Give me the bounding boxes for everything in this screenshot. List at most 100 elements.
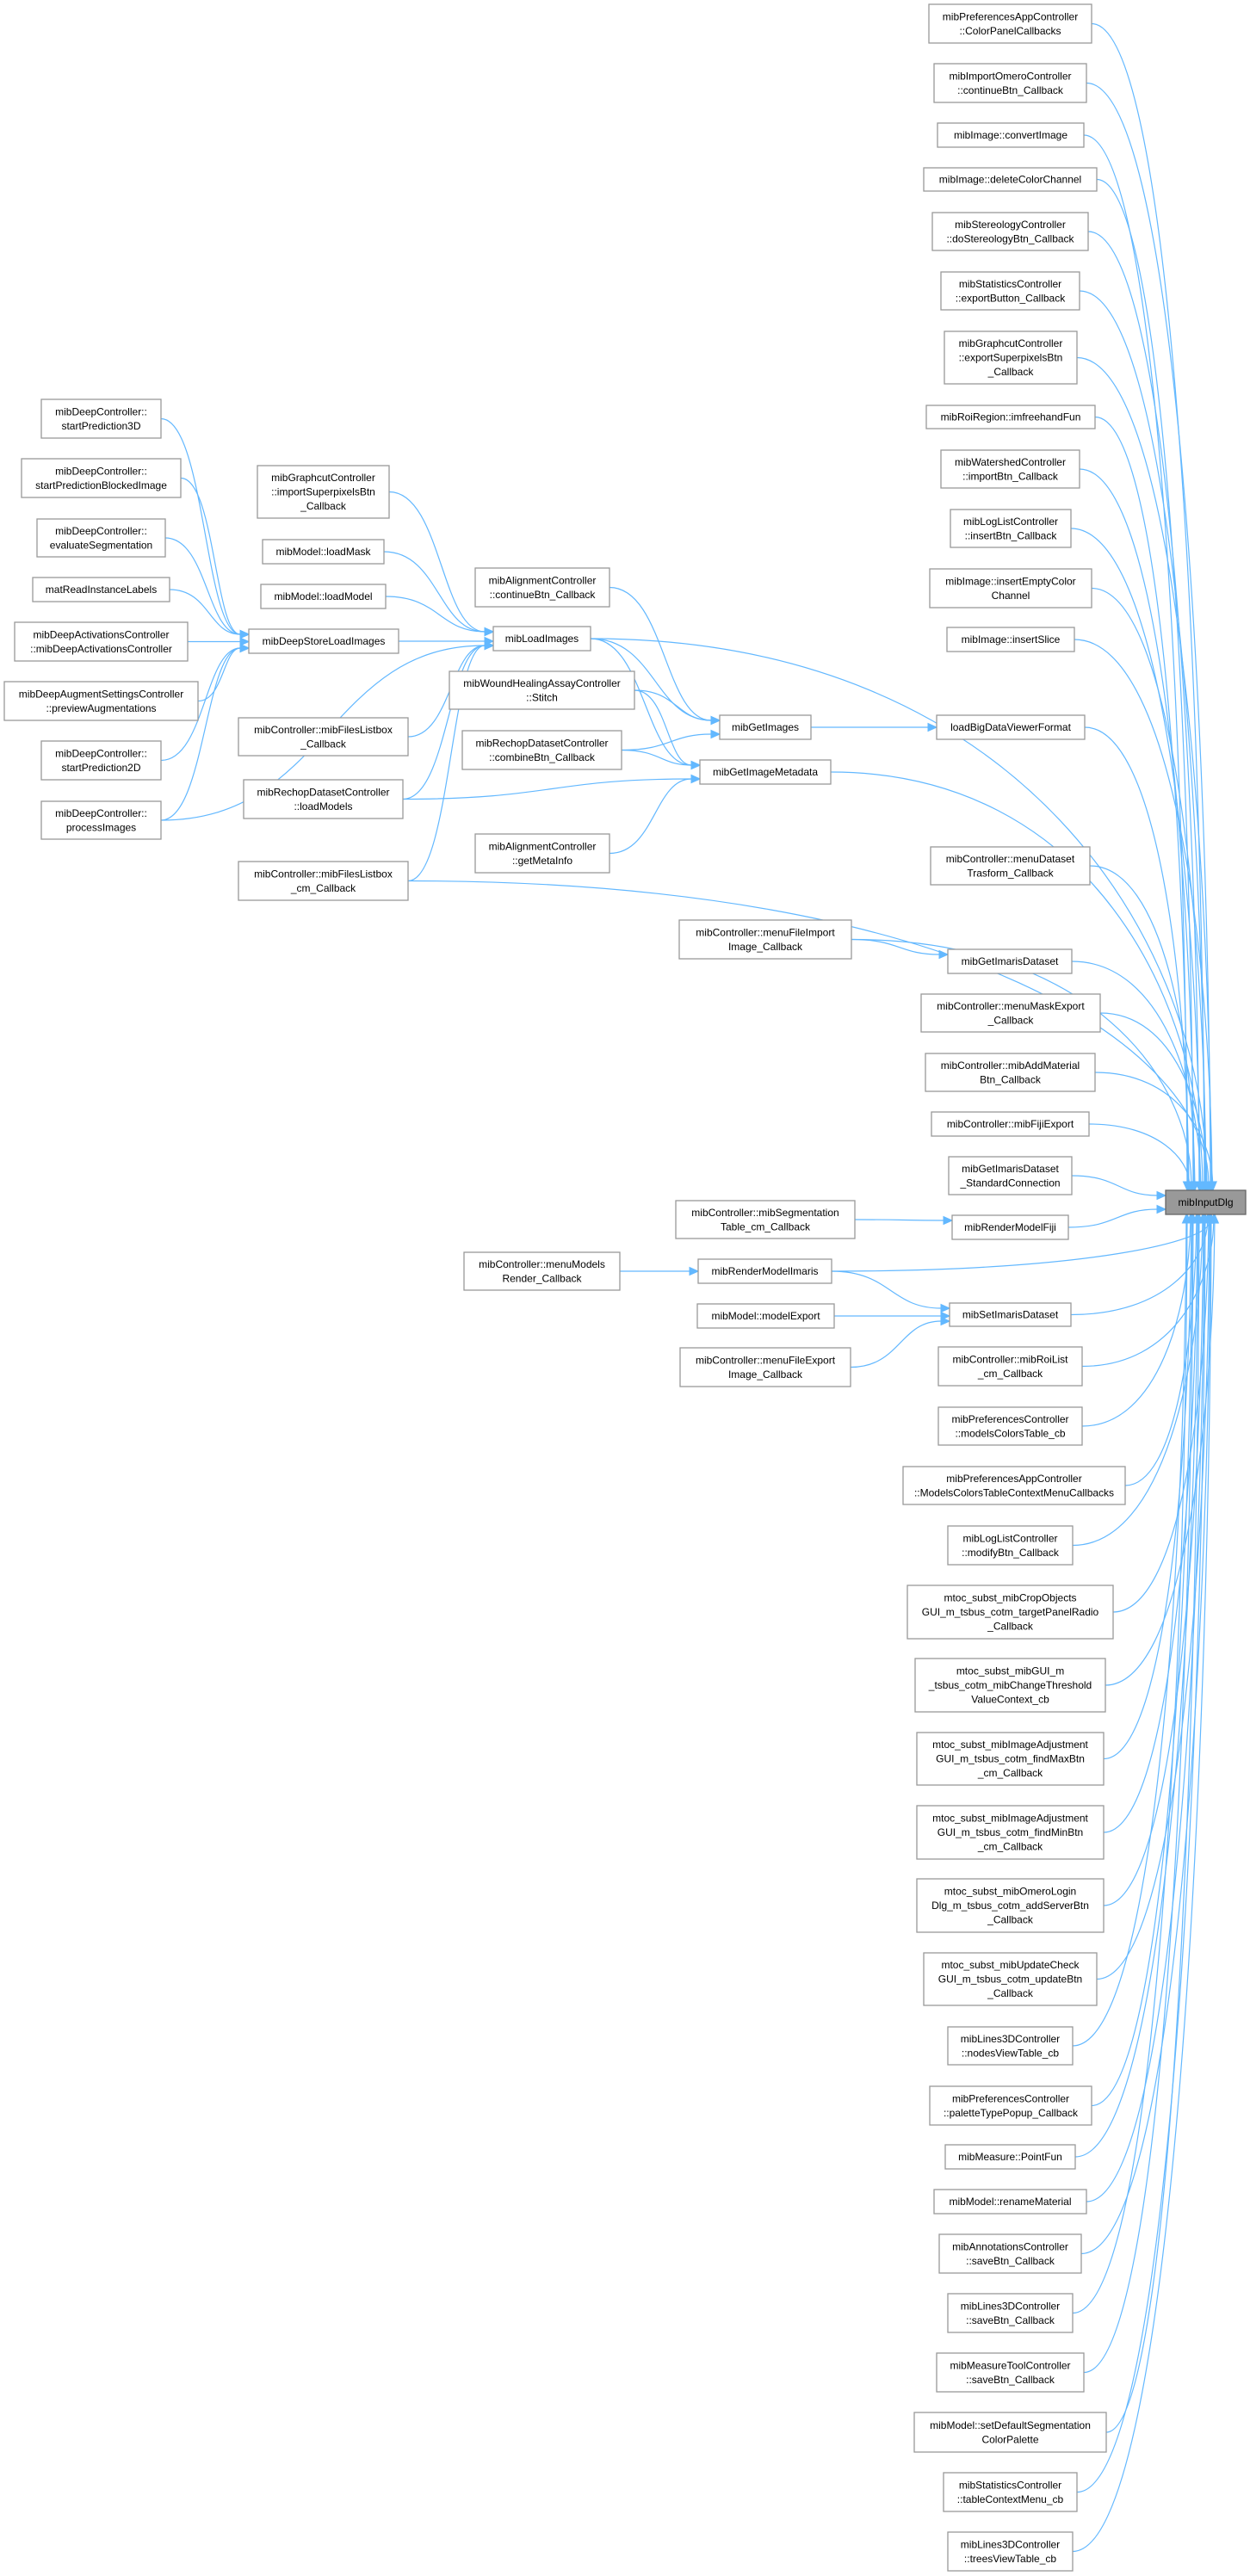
graph-node-nodesview[interactable]: mibLines3DController::nodesViewTable_cb — [947, 2026, 1074, 2066]
graph-node-mtsave[interactable]: mibMeasureToolController::saveBtn_Callba… — [936, 2352, 1085, 2393]
graph-node-bdv[interactable]: loadBigDataViewerFormat — [936, 714, 1086, 740]
arrowhead-icon — [1194, 1213, 1204, 1224]
graph-node-matread[interactable]: matReadInstanceLabels — [32, 577, 170, 602]
graph-node-findmax[interactable]: mtoc_subst_mibImageAdjustmentGUI_m_tsbus… — [916, 1732, 1105, 1786]
edge-findmax-to-input — [1103, 1222, 1192, 1760]
node-label: GUI_m_tsbus_cotm_targetPanelRadio — [922, 1606, 1099, 1618]
graph-node-rmimaris[interactable]: mibRenderModelImaris — [697, 1258, 832, 1284]
edge-nodesview-to-input — [1072, 1222, 1187, 2047]
graph-node-aligncont[interactable]: mibAlignmentController::continueBtn_Call… — [474, 567, 610, 608]
graph-node-rename[interactable]: mibModel::renameMaterial — [933, 2189, 1087, 2215]
node-box — [916, 1878, 1105, 1933]
node-label: ::saveBtn_Callback — [966, 2255, 1055, 2267]
graph-node-omerologin[interactable]: mtoc_subst_mibOmeroLoginDlg_m_tsbus_cotm… — [916, 1878, 1105, 1933]
node-box — [238, 717, 409, 757]
graph-node-crop[interactable]: mtoc_subst_mibCropObjectsGUI_m_tsbus_cot… — [907, 1585, 1114, 1640]
edge-fileexport-to-setimaris — [850, 1320, 942, 1368]
graph-node-input[interactable]: mibInputDlg — [1165, 1189, 1247, 1215]
node-label: Table_cm_Callback — [721, 1220, 811, 1232]
graph-node-fiji[interactable]: mibController::mibFijiExport — [931, 1111, 1090, 1137]
graph-node-stereo[interactable]: mibStereologyController::doStereologyBtn… — [931, 212, 1089, 251]
graph-node-insslice[interactable]: mibImage::insertSlice — [946, 627, 1075, 652]
arrowhead-icon — [239, 637, 251, 646]
node-box — [916, 1732, 1105, 1786]
graph-node-process[interactable]: mibDeepController::processImages — [40, 800, 162, 840]
graph-node-fileslb[interactable]: mibController::mibFilesListbox_Callback — [238, 717, 409, 757]
graph-node-getimaris[interactable]: mibGetImarisDataset — [947, 948, 1073, 974]
graph-node-palette[interactable]: mibPreferencesController::paletteTypePop… — [929, 2085, 1092, 2126]
graph-node-tablectx[interactable]: mibStatisticsController::tableContextMen… — [943, 2472, 1078, 2512]
graph-node-gcexport[interactable]: mibGraphcutController::exportSuperpixels… — [944, 330, 1078, 385]
node-label: mibRoiRegion::imfreehandFun — [941, 411, 1081, 423]
graph-node-thresh[interactable]: mtoc_subst_mibGUI_m_tsbus_cotm_mibChange… — [914, 1658, 1106, 1713]
graph-node-maskexp[interactable]: mibController::menuMaskExport_Callback — [920, 993, 1101, 1033]
graph-node-sp2d[interactable]: mibDeepController::startPrediction2D — [40, 740, 162, 781]
graph-node-loadimages[interactable]: mibLoadImages — [492, 626, 591, 652]
graph-node-roilist[interactable]: mibController::mibRoiList_cm_Callback — [938, 1346, 1083, 1387]
graph-node-colorpanel[interactable]: mibPreferencesAppController::ColorPanelC… — [928, 3, 1092, 44]
graph-node-delcolor[interactable]: mibImage::deleteColorChannel — [923, 167, 1098, 192]
graph-node-metainfo[interactable]: mibAlignmentController::getMetaInfo — [474, 833, 610, 874]
graph-node-imfree[interactable]: mibRoiRegion::imfreehandFun — [925, 405, 1096, 429]
node-label: ::combineBtn_Callback — [489, 751, 596, 763]
graph-node-rechopload[interactable]: mibRechopDatasetController::loadModels — [243, 779, 404, 819]
node-label: mibLines3DController — [961, 2300, 1060, 2312]
graph-node-loadmask[interactable]: mibModel::loadMask — [262, 539, 385, 565]
graph-node-defpalette[interactable]: mibModel::setDefaultSegmentationColorPal… — [913, 2412, 1107, 2453]
graph-node-fileexport[interactable]: mibController::menuFileExportImage_Callb… — [679, 1347, 851, 1387]
graph-node-omerocont[interactable]: mibImportOmeroController::continueBtn_Ca… — [933, 63, 1087, 103]
graph-node-rmfiji[interactable]: mibRenderModelFiji — [951, 1214, 1069, 1240]
graph-node-addmat[interactable]: mibController::mibAddMaterialBtn_Callbac… — [925, 1053, 1096, 1092]
graph-node-deepact[interactable]: mibDeepActivationsController::mibDeepAct… — [14, 621, 189, 662]
graph-node-loadmodel[interactable]: mibModel::loadModel — [260, 584, 387, 609]
graph-node-eval[interactable]: mibDeepController::evaluateSegmentation — [36, 518, 166, 558]
graph-node-loginsert[interactable]: mibLogListController::insertBtn_Callback — [950, 509, 1072, 548]
graph-node-modelexport[interactable]: mibModel::modelExport — [696, 1303, 835, 1329]
graph-node-stitch[interactable]: mibWoundHealingAssayController::Stitch — [449, 670, 635, 710]
graph-node-setimaris[interactable]: mibSetImarisDataset — [949, 1302, 1072, 1327]
edge-spblock-to-deepstore — [180, 477, 241, 635]
graph-node-watershed[interactable]: mibWatershedController::importBtn_Callba… — [940, 449, 1080, 489]
graph-node-mct[interactable]: mibPreferencesController::modelsColorsTa… — [938, 1406, 1083, 1446]
node-box — [675, 1200, 856, 1239]
graph-node-point[interactable]: mibMeasure::PointFun — [944, 2144, 1076, 2170]
graph-node-statexport[interactable]: mibStatisticsController::exportButton_Ca… — [940, 271, 1080, 311]
node-box — [940, 271, 1080, 311]
graph-node-fileimport[interactable]: mibController::menuFileImportImage_Callb… — [678, 919, 852, 960]
graph-node-gcimport[interactable]: mibGraphcutController::importSuperpixels… — [257, 465, 390, 519]
graph-node-combine[interactable]: mibRechopDatasetController::combineBtn_C… — [461, 730, 622, 770]
graph-node-segtable[interactable]: mibController::mibSegmentationTable_cm_C… — [675, 1200, 856, 1239]
graph-node-spblock[interactable]: mibDeepController::startPredictionBlocke… — [21, 458, 182, 498]
edge-combine-to-getimages — [621, 733, 712, 751]
node-label: mibController::menuFileImport — [696, 926, 835, 938]
node-label: startPredictionBlockedImage — [35, 479, 167, 491]
node-box — [40, 800, 162, 840]
edge-sp2d-to-deepstore — [160, 647, 241, 762]
graph-node-fileslbcm[interactable]: mibController::mibFilesListbox_cm_Callba… — [238, 861, 409, 901]
node-box — [948, 1156, 1073, 1195]
graph-node-getimages[interactable]: mibGetImages — [719, 714, 812, 740]
graph-node-trees[interactable]: mibLines3DController::treesViewTable_cb — [947, 2531, 1074, 2572]
arrowhead-icon — [710, 715, 721, 726]
graph-node-dstrans[interactable]: mibController::menuDatasetTrasform_Callb… — [930, 846, 1091, 886]
graph-node-annsave[interactable]: mibAnnotationsController::saveBtn_Callba… — [938, 2233, 1082, 2274]
graph-node-stdconn[interactable]: mibGetImarisDataset_StandardConnection — [948, 1156, 1073, 1195]
node-box — [946, 627, 1075, 652]
graph-node-l3dsave[interactable]: mibLines3DController::saveBtn_Callback — [947, 2293, 1074, 2333]
graph-node-deepstore[interactable]: mibDeepStoreLoadImages — [248, 628, 399, 654]
node-box — [929, 2085, 1092, 2126]
graph-node-preview[interactable]: mibDeepAugmentSettingsController::previe… — [3, 681, 199, 721]
graph-node-mctctx[interactable]: mibPreferencesAppController::ModelsColor… — [902, 1466, 1126, 1505]
edge-watershed-to-input — [1079, 468, 1195, 1183]
graph-node-modify[interactable]: mibLogListController::modifyBtn_Callback — [947, 1525, 1074, 1566]
graph-node-getmeta[interactable]: mibGetImageMetadata — [699, 759, 832, 785]
node-label: mibStatisticsController — [959, 278, 1061, 290]
graph-node-convert[interactable]: mibImage::convertImage — [937, 122, 1085, 148]
node-box — [933, 63, 1087, 103]
graph-node-findmin[interactable]: mtoc_subst_mibImageAdjustmentGUI_m_tsbus… — [916, 1805, 1105, 1860]
node-box — [925, 405, 1096, 429]
graph-node-update[interactable]: mtoc_subst_mibUpdateCheckGUI_m_tsbus_cot… — [923, 1952, 1098, 2006]
graph-node-sp3d[interactable]: mibDeepController::startPrediction3D — [40, 398, 162, 439]
